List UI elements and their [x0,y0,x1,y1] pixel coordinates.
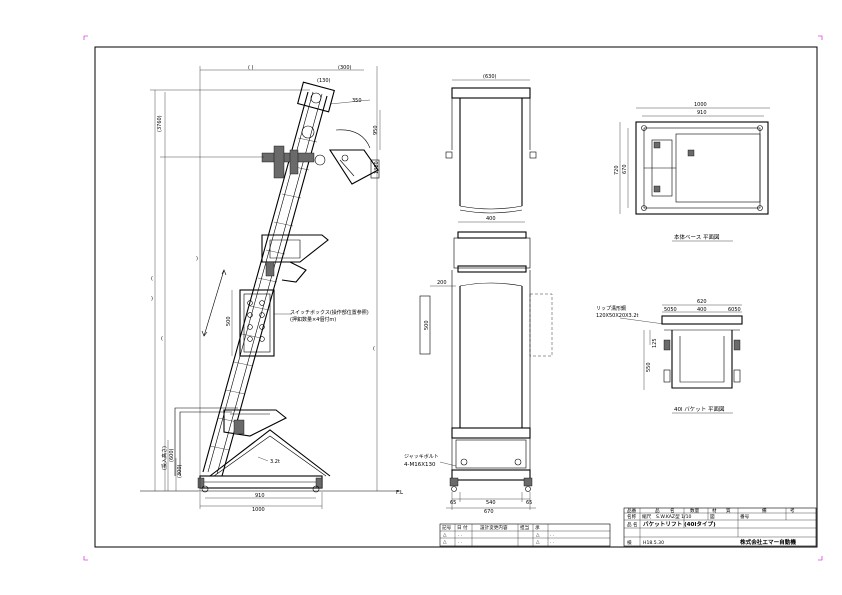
dim-front-400: 400 [486,216,496,222]
parts-header-note2: 考 [790,508,795,514]
dim-bucket-6050: 6050 [728,307,741,313]
dim-bucket-400: 400 [697,307,707,313]
parts-header-qual: 質 [726,507,731,514]
dim-bucket-620: 620 [697,299,707,305]
dim-paren-d: ) [196,256,198,262]
dim-950: 950 [373,125,379,135]
dim-front-65a: 65 [450,500,456,506]
sheet-border [94,46,818,548]
dim-350: 350 [352,98,362,104]
rev-header-approve: 承 [535,524,540,531]
parts-header-mat: 材 [712,507,717,514]
rev-row-date: . . [458,533,462,538]
dim-front-65b: 65 [526,500,532,506]
dim-paren-b: ) [151,296,153,302]
dim-910: 910 [255,493,265,499]
rev-row2-mark: △ [443,540,447,545]
parts-header-name1: 品 [655,508,660,514]
dim-500: 500 [226,316,232,326]
dim-front-670: 670 [484,509,494,515]
floor-level-label: F.L [396,490,404,496]
dim-bucket-125: 125 [652,338,658,348]
dim-paren-r: ( [373,346,375,352]
tb-check-date: H18.5.30 [643,540,664,546]
tb-drawing-name-label: 品 名 [627,521,638,528]
dim-300: (300) [177,465,183,478]
dim-inlet-height: (投入高さ) [161,446,168,470]
bucket-plan-view: 620 5050 400 6050 リップ溝形鋼 120X50X20X3.2t … [596,299,743,414]
tb-drawing-label: 図 [710,514,715,520]
parts-header-note1: 備 [762,507,767,514]
company-name: 株式会社エマー自動機 [740,538,796,546]
base-plan-view: 1000 910 720 670 本体ベース 平面図 [614,102,770,242]
switch-box-sub: (押釦数量×4個付m) [290,316,336,323]
rev-row-mark: △ [443,533,447,538]
dim-inlet-600: (600) [169,449,175,462]
dim-front-500: 500 [424,320,430,330]
dim-base-1000: 1000 [694,102,707,108]
dim-630: (630) [483,74,496,80]
base-plan-title: 本体ベース 平面図 [674,233,720,241]
dim-front-200: 200 [437,280,447,286]
tb-check-label: 検 [627,539,632,546]
title-block: 記号 日 付 設計変更内容 担当 承 △ . . △ . . △ . . △ .… [439,507,817,547]
dim-3-2t: 3.2t [270,459,280,465]
dim-base-720: 720 [614,165,620,175]
rev-row-date2: . . [550,533,554,538]
dim-bucket-5050: 5050 [664,307,677,313]
dim-front-540: 540 [486,500,496,506]
switch-box-label: スイッチボックス(操作部位置参照) [290,309,369,316]
parts-header-no: 品番 [627,507,637,514]
dim-1000: 1000 [252,507,265,513]
side-view: F.L [140,65,404,513]
rev-row2-date2: . . [550,540,554,545]
tb-number-label: 番号 [740,513,750,520]
rev-header-content: 設計変更内容 [480,524,508,531]
dim-130: (130) [317,78,330,84]
front-view: (630) 400 200 500 [404,74,553,515]
tb-scale-label: 縮尺 [642,513,652,520]
rev-header-owner: 担当 [520,524,530,531]
parts-header-name2: 名 [670,507,675,514]
tb-name-label: 名称 [627,513,637,520]
parts-header-qty: 数量 [690,507,700,514]
crop-marks [83,35,823,561]
dim-base-910: 910 [697,110,707,116]
rev-header-date: 日 付 [457,524,468,531]
dim-bucket-550: 550 [646,362,652,372]
jack-bolt-spec: 4-M16X130 [404,462,436,468]
rev-row-mark2: △ [536,533,540,538]
rev-row2-date: . . [458,540,462,545]
dim-top-300: (300) [338,65,351,71]
rib-label: リップ溝形鋼 [596,305,626,312]
tb-drawing-name: バケットリフト (40lタイプ) [643,520,716,528]
rib-spec: 120X50X20X3.2t [596,313,638,319]
bucket-plan-title: 40l バケット 平面図 [674,406,725,413]
dim-top-paren: ( ) [248,65,254,71]
dim-base-670: 670 [622,164,628,174]
tb-scale-value: S.W.KAZ型 1/10 [656,513,692,520]
rev-row2-mark2: △ [536,540,540,545]
jack-bolt-label: ジャッキボルト [404,453,439,460]
dim-paren-a: ( [151,276,153,282]
dim-3760: (3760) [157,115,163,132]
dim-paren-c: ( [161,336,163,342]
rev-header-mark: 記号 [442,524,452,531]
